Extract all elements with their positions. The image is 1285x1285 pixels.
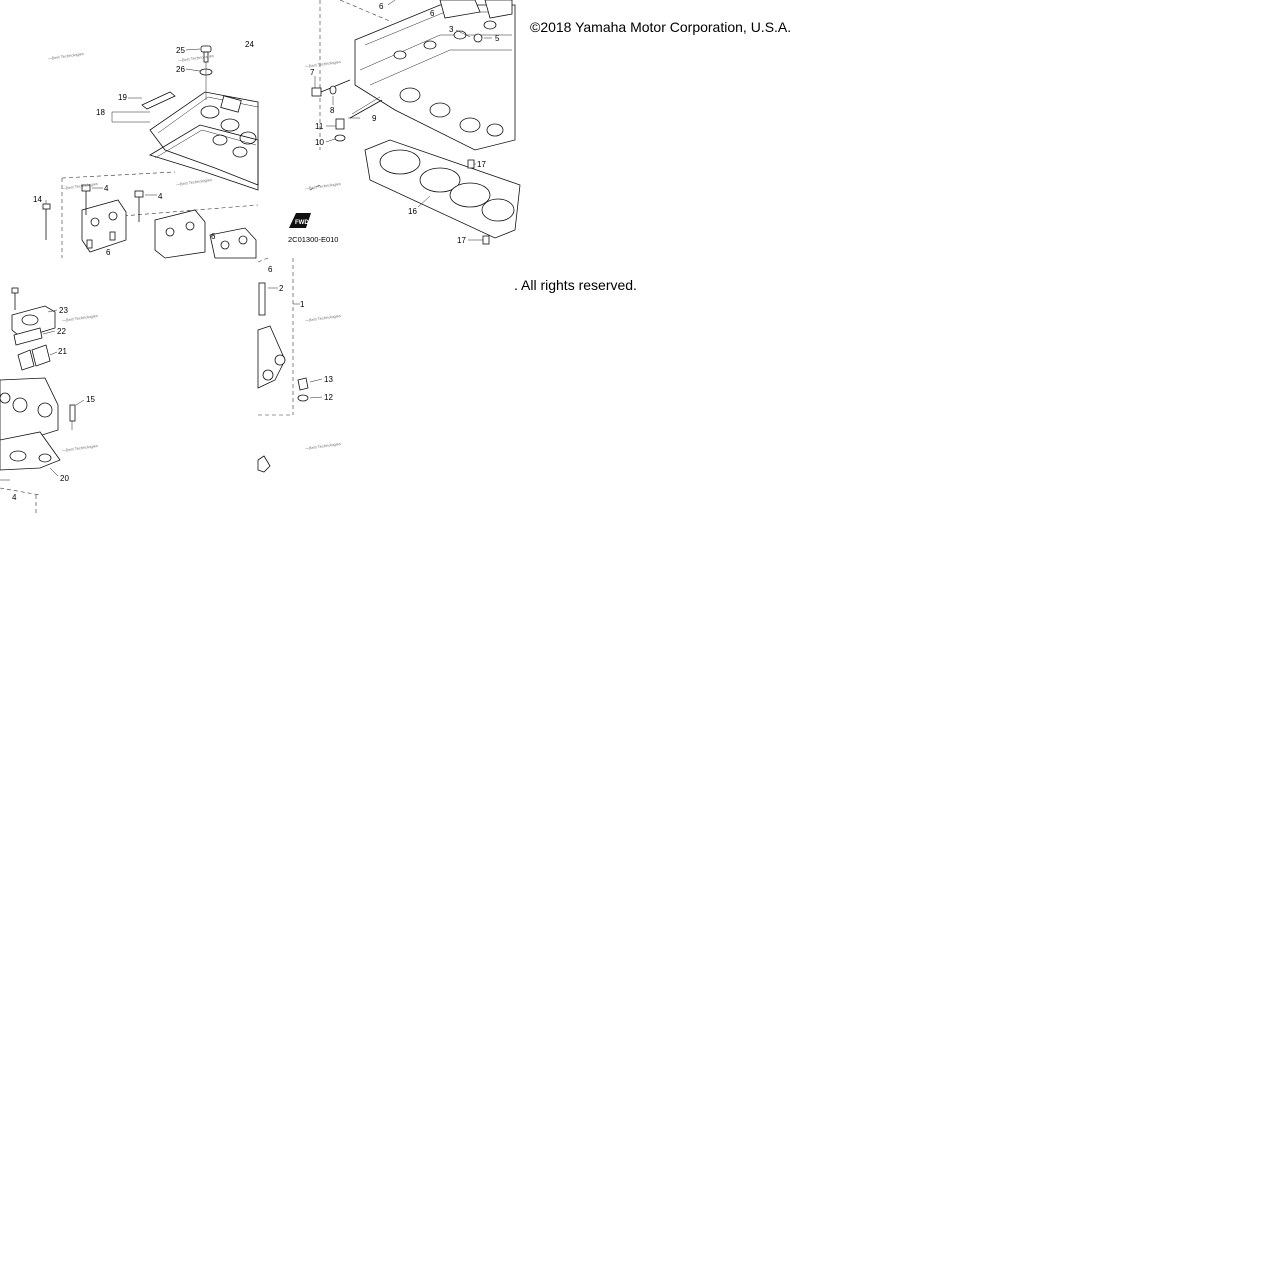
cam-cap-mid [154, 209, 206, 259]
bolt-25 [200, 45, 212, 53]
watermark: —Best Technologies [304, 181, 341, 191]
watermark: —Best Technologies [304, 441, 341, 451]
washer-10 [334, 134, 346, 142]
dowel-17a [467, 159, 475, 169]
watermark: —Best Technologies [61, 443, 98, 453]
cover-gasket [149, 124, 259, 191]
callout-6e: 6 [268, 265, 273, 274]
chain-guide [257, 455, 271, 473]
plate-19 [141, 91, 176, 110]
callout-16: 16 [408, 207, 417, 216]
callout-17b: 17 [457, 236, 466, 245]
diagram-code: 2C01300-E010 [288, 235, 338, 244]
cylinder-head-ports [393, 20, 504, 137]
callout-6d: 6 [430, 9, 435, 18]
callout-23: 23 [59, 306, 68, 315]
callout-3: 3 [449, 25, 454, 34]
callout-6a: 6 [106, 248, 111, 257]
callout-1: 1 [300, 300, 305, 309]
callout-15: 15 [86, 395, 95, 404]
copyright-notice: ©2018 Yamaha Motor Corporation, U.S.A. [530, 19, 792, 35]
callout-8: 8 [330, 106, 335, 115]
watermark: —Best Technologies [175, 177, 212, 187]
callout-18: 18 [96, 108, 105, 117]
washer-8 [329, 85, 337, 95]
fwd-arrow-icon: FWD [289, 213, 311, 228]
watermark: —Best Technologies [47, 51, 84, 61]
watermark: —Best Technologies [177, 53, 214, 63]
callout-11: 11 [315, 122, 324, 131]
stud-2 [258, 282, 266, 316]
callout-20: 20 [60, 474, 69, 483]
stud-9 [349, 99, 383, 119]
callout-26: 26 [176, 65, 185, 74]
cam-caps-top [439, 0, 513, 19]
diagram-tile-top-left: —Best Technologies —Best Technologies —B… [33, 40, 259, 259]
diagram-tile-bottom-right: —Best Technologies —Best Technologies 6 … [257, 257, 341, 473]
cam-cap-rear [209, 227, 257, 259]
callout-5: 5 [495, 34, 500, 43]
callout-4b: 4 [158, 192, 163, 201]
diagram-tile-top-right: FWD 2C01300-E010 —Best Technologies —Bes… [288, 0, 521, 245]
cover-section [0, 377, 59, 446]
coil-21a [17, 349, 35, 371]
dowel-17b [482, 235, 490, 245]
callout-17a: 17 [477, 160, 486, 169]
callout-24: 24 [245, 40, 254, 49]
nut-5 [473, 33, 483, 43]
diagram-tile-bottom-left: —Best Technologies —Best Technologies 23… [0, 287, 98, 515]
coil-21b [31, 344, 51, 367]
callout-6c: 6 [379, 2, 384, 11]
callout-25: 25 [176, 46, 185, 55]
callout-22: 22 [57, 327, 66, 336]
watermark: —Best Technologies [304, 59, 341, 69]
bolt-7 [311, 87, 322, 97]
callout-4a: 4 [104, 184, 109, 193]
callout-4c: 4 [12, 493, 17, 502]
callout-2: 2 [279, 284, 284, 293]
callout-12: 12 [324, 393, 333, 402]
callout-14: 14 [33, 195, 42, 204]
callout-9: 9 [372, 114, 377, 123]
nut-13 [297, 377, 309, 391]
rights-notice: . All rights reserved. [514, 277, 637, 293]
callout-7: 7 [310, 68, 315, 77]
sleeve-11 [335, 118, 345, 130]
callout-21: 21 [58, 347, 67, 356]
watermark: —Best Technologies [304, 313, 341, 323]
callout-13: 13 [324, 375, 333, 384]
watermark: —Best Technologies [61, 313, 98, 323]
bolt-14 [42, 203, 51, 210]
washer-12 [297, 394, 309, 402]
callout-6b: 6 [211, 232, 216, 241]
spark-plug-15 [69, 404, 76, 422]
watermark: —Best Technologies [61, 181, 98, 191]
callout-10: 10 [315, 138, 324, 147]
grommet-22 [13, 327, 43, 346]
bolt-4b [134, 190, 144, 198]
callout-19: 19 [118, 93, 127, 102]
fwd-label: FWD [295, 220, 309, 226]
